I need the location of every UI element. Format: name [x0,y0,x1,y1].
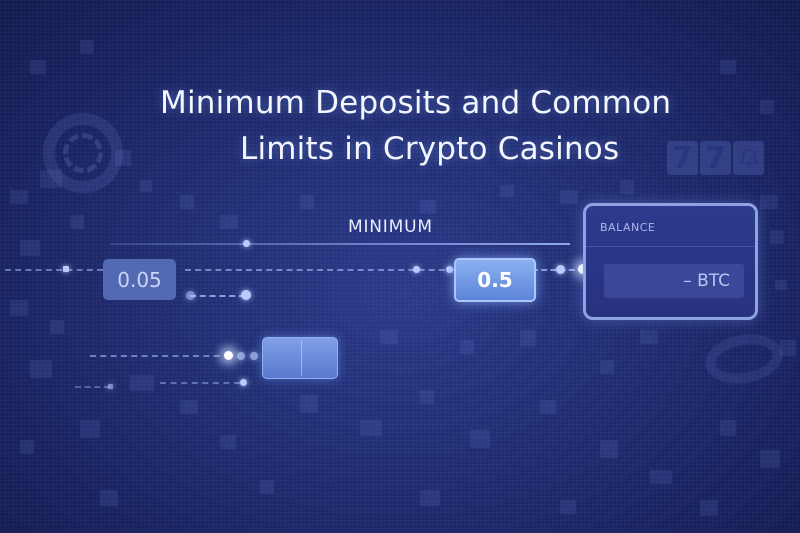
timeline-node [556,265,565,274]
minimum-label: MINIMUM [348,217,433,237]
slot-reel-bell-icon [733,141,764,175]
minimum-value-box[interactable]: 0.5 [454,258,536,302]
timeline-dashed-line [75,386,110,388]
deposit-value: 0.05 [117,267,162,292]
balance-label: BALANCE [600,221,656,234]
timeline-dashed-line [5,269,103,271]
timeline-node [240,379,247,386]
timeline-node-active [224,351,233,360]
timeline-node [241,290,251,300]
timeline-dashed-line [190,295,245,297]
slot-reel-seven-icon: 7 [667,141,698,176]
timeline-dashed-line [185,269,455,271]
timeline-node [108,384,113,389]
timeline-node [63,266,69,272]
timeline-dashed-line [90,355,230,357]
timeline-node [237,352,245,360]
balance-value-field: – BTC [604,264,744,298]
timeline-node [186,291,195,300]
minimum-value: 0.5 [477,268,513,292]
roulette-wheel-icon [43,113,123,193]
slot-reel-seven-icon: 7 [700,141,731,176]
balance-card-header: BALANCE [586,206,755,247]
timeline-node [446,266,453,273]
timeline-node [250,352,258,360]
timeline-node [243,240,250,247]
title-line-1: Minimum Deposits and Common [160,85,672,121]
balance-value: – BTC [683,271,730,291]
deposit-value-box[interactable]: 0.05 [103,259,176,300]
minimum-underline [110,243,570,245]
timeline-dashed-line [160,382,240,384]
title-line-2: Limits in Crypto Casinos [240,131,620,167]
empty-value-box[interactable] [262,337,338,379]
balance-card: BALANCE – BTC [583,203,758,320]
box-divider [301,340,302,376]
timeline-node [413,266,420,273]
